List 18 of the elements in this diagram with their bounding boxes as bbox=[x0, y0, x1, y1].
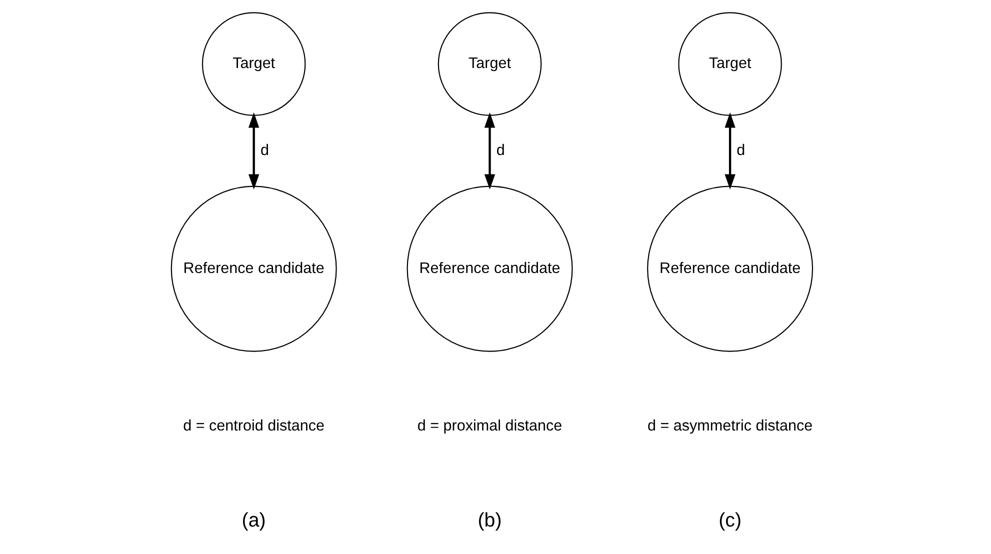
label: (b) bbox=[478, 509, 502, 532]
label: (c) bbox=[718, 509, 742, 532]
node-circle: Reference candidate bbox=[647, 186, 814, 352]
label: (a) bbox=[242, 509, 266, 532]
edge-label: d bbox=[260, 142, 269, 159]
node-circle: Reference candidate bbox=[170, 186, 337, 352]
node-circle: Target bbox=[678, 12, 782, 116]
label: d = centroid distance bbox=[183, 418, 325, 435]
label: d = asymmetric distance bbox=[647, 418, 813, 435]
node-circle: Reference candidate bbox=[406, 186, 573, 352]
node-circle: Target bbox=[438, 12, 542, 116]
arrow bbox=[484, 112, 496, 190]
edge-label: d bbox=[496, 142, 505, 159]
edge-label: d bbox=[736, 142, 746, 159]
arrow bbox=[248, 112, 260, 190]
arrow bbox=[724, 112, 736, 190]
node-circle: Target bbox=[202, 12, 306, 116]
label: d = proximal distance bbox=[417, 418, 562, 435]
